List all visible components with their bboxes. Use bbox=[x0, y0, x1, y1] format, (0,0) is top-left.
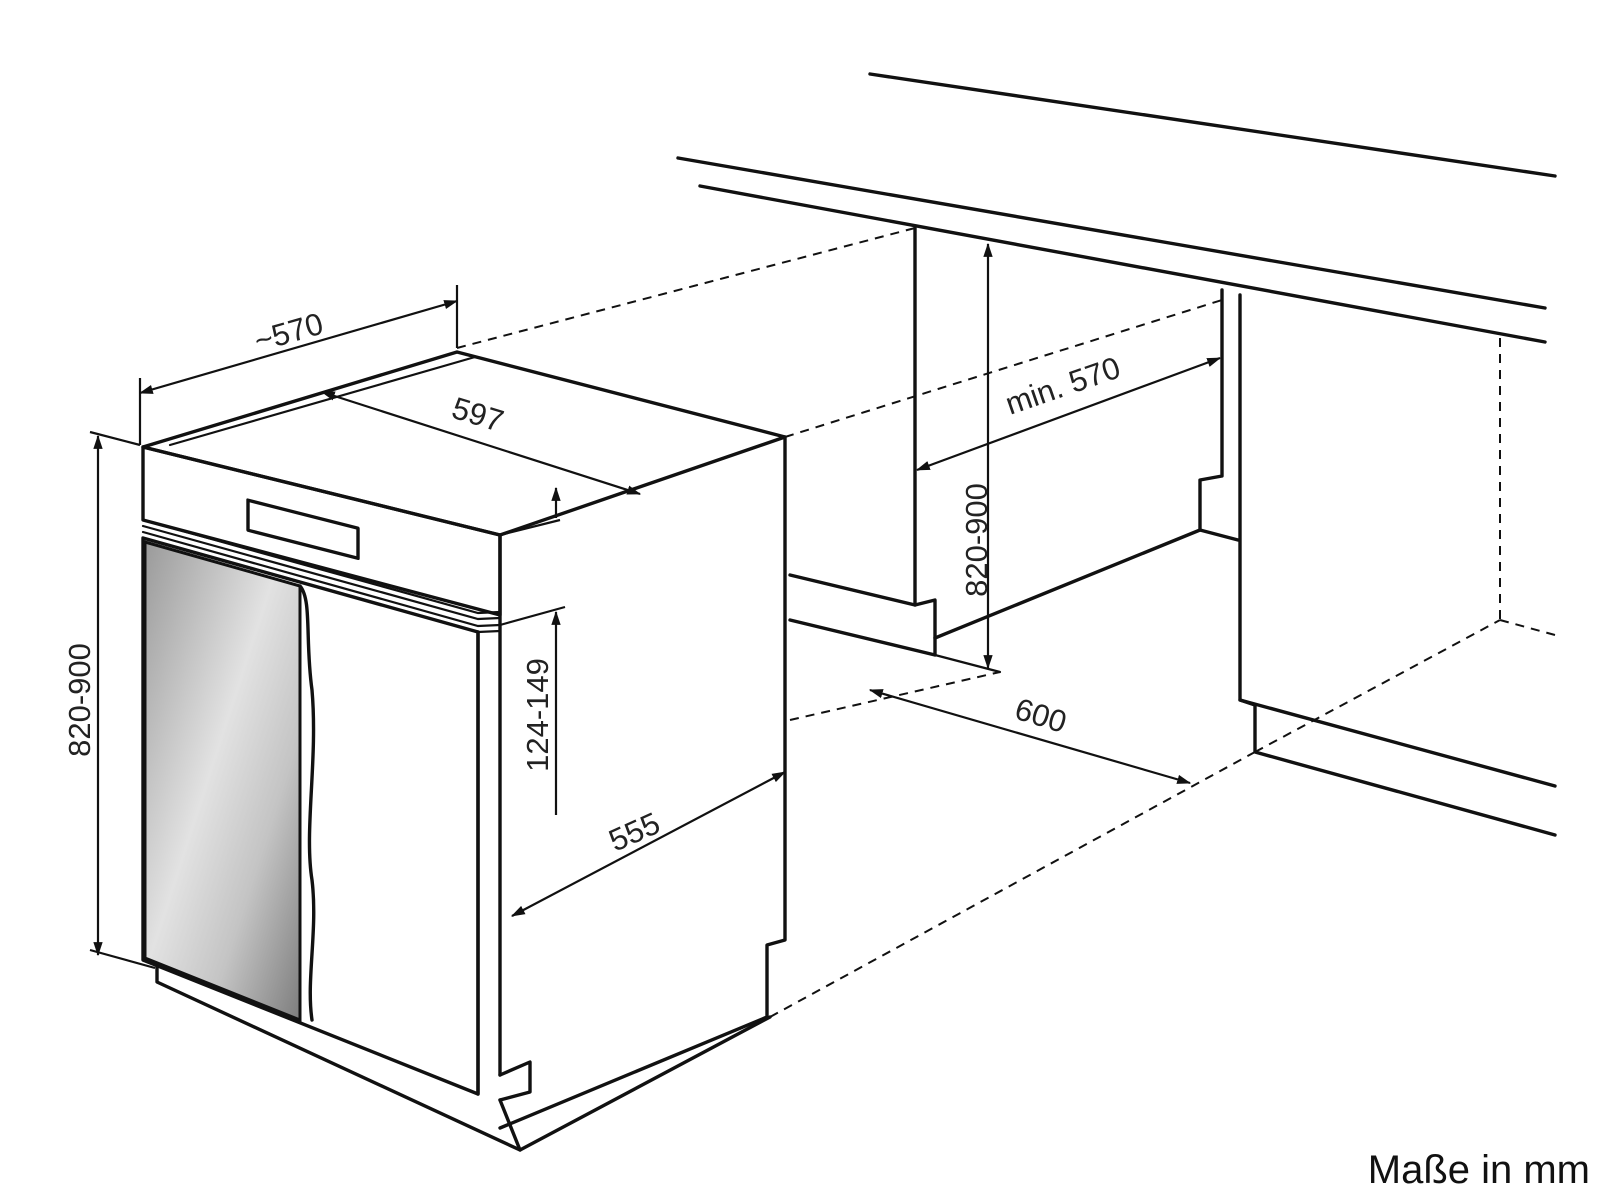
hidden-line bbox=[1499, 619, 1556, 636]
worktop-front-edge bbox=[698, 184, 1547, 344]
hidden-line bbox=[784, 299, 1223, 438]
hidden-line bbox=[769, 751, 1256, 1018]
hidden-line bbox=[789, 671, 1001, 721]
door-panel-edge bbox=[298, 584, 316, 1022]
dishwasher-floor-line-right bbox=[518, 1015, 772, 1152]
left-cabinet-plinth bbox=[788, 598, 937, 657]
label-panel-height: 124-149 bbox=[520, 658, 555, 772]
extension-line bbox=[499, 518, 561, 537]
panel-trim bbox=[141, 524, 502, 621]
stainless-panel bbox=[143, 540, 302, 1023]
extension-line bbox=[499, 605, 566, 627]
dim-line-niche-depth bbox=[915, 356, 1222, 472]
dim-line-plinth-depth bbox=[510, 771, 787, 917]
panel-trim bbox=[141, 518, 502, 615]
dim-line-niche-width bbox=[868, 688, 1192, 785]
right-cabinet-left-edge bbox=[1198, 288, 1224, 532]
hidden-line bbox=[1254, 619, 1501, 753]
label-niche-depth: min. 570 bbox=[1001, 350, 1125, 422]
worktop-back-edge bbox=[868, 72, 1557, 178]
label-width: 597 bbox=[448, 390, 508, 439]
worktop-top-edge bbox=[676, 156, 1547, 310]
dishwasher-top bbox=[141, 350, 787, 537]
dimension-lines bbox=[89, 242, 1222, 970]
label-plinth-depth: 555 bbox=[604, 805, 665, 858]
units-label: Maße in mm bbox=[1368, 1148, 1590, 1192]
hidden-line bbox=[456, 227, 916, 349]
dim-line-width bbox=[320, 390, 642, 496]
panel-trim bbox=[141, 530, 502, 628]
dim-line-depth-approx bbox=[138, 299, 459, 395]
extension-line bbox=[89, 430, 141, 447]
kitchen-niche bbox=[456, 72, 1557, 1018]
dishwasher bbox=[141, 350, 787, 1152]
control-panel-display bbox=[246, 498, 360, 561]
right-cabinet-front bbox=[1238, 293, 1557, 788]
right-cabinet-plinth bbox=[1238, 698, 1557, 837]
label-height-left: 820-900 bbox=[62, 643, 97, 757]
dishwasher-floor-line bbox=[155, 965, 522, 1152]
dishwasher-side bbox=[498, 435, 787, 1130]
label-niche-height: 820-900 bbox=[959, 483, 994, 597]
dishwasher-plinth bbox=[498, 1060, 532, 1102]
left-cabinet-floor-edge bbox=[933, 653, 1002, 674]
